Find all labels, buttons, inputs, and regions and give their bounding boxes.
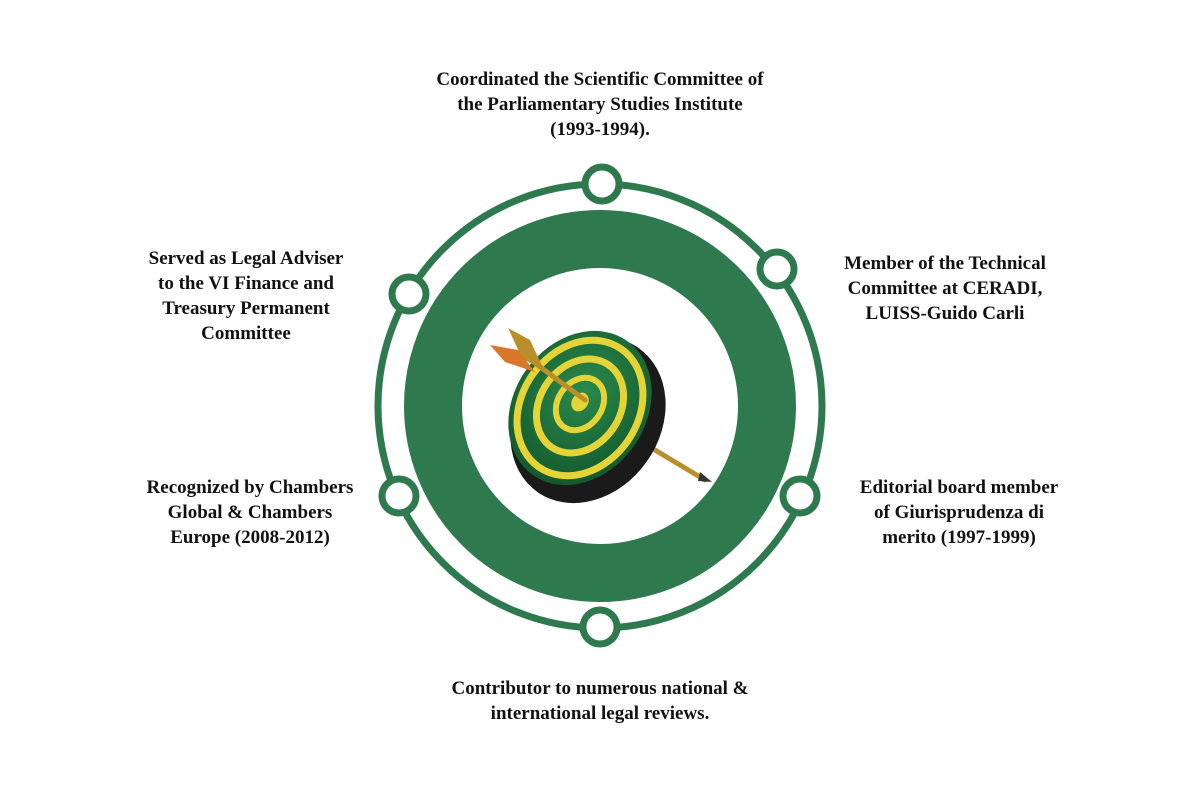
- item-upper-left-text: Served as Legal Adviser to the VI Financ…: [148, 248, 344, 344]
- node-upper-right: [756, 248, 798, 290]
- node-bottom: [579, 606, 621, 648]
- target-with-arrow-icon: [490, 328, 712, 504]
- node-lower-right: [779, 475, 821, 517]
- node-lower-left: [378, 475, 420, 517]
- item-bottom-text: Contributor to numerous national & inter…: [451, 678, 749, 724]
- ring-nodes: [378, 163, 821, 648]
- node-top: [581, 163, 623, 205]
- item-top-text: Coordinated the Scientific Committee of …: [436, 69, 764, 140]
- item-upper-right-text: Member of the Technical Committee at CER…: [844, 253, 1046, 324]
- item-lower-left-text: Recognized by Chambers Global & Chambers…: [146, 477, 354, 548]
- node-upper-left: [388, 273, 430, 315]
- inner-thick-ring: [404, 210, 796, 602]
- item-lower-right-text: Editorial board member of Giurisprudenza…: [859, 477, 1059, 548]
